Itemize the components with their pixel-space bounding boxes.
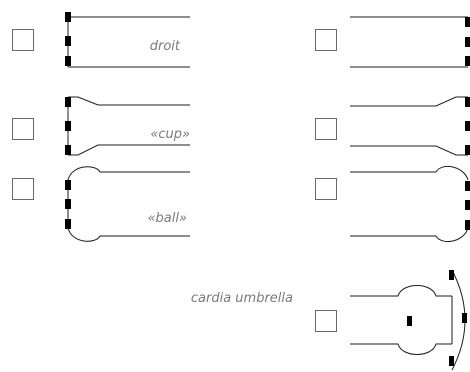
droit-left-checkbox[interactable] xyxy=(12,29,34,51)
cardia-right-shape xyxy=(350,269,467,371)
row-cardia: cardia umbrella xyxy=(191,269,467,371)
cup-left-checkbox[interactable] xyxy=(12,118,34,140)
ball-right-shape xyxy=(350,165,470,243)
ball-left-checkbox[interactable] xyxy=(12,178,34,200)
row-droit: droit xyxy=(12,12,470,68)
cardia-right-checkbox[interactable] xyxy=(315,310,337,332)
droit-left-shape xyxy=(65,12,190,68)
row-ball: «ball» xyxy=(12,165,470,243)
cup-right-checkbox[interactable] xyxy=(315,118,337,140)
droit-label: droit xyxy=(150,39,181,54)
droit-right-shape xyxy=(350,16,470,68)
cardia-label: cardia umbrella xyxy=(191,291,293,306)
cup-left-shape xyxy=(65,96,190,156)
droit-right-checkbox[interactable] xyxy=(315,29,337,51)
ball-label: «ball» xyxy=(148,211,188,226)
ball-right-checkbox[interactable] xyxy=(315,178,337,200)
cup-label: «cup» xyxy=(150,127,190,142)
ball-left-shape xyxy=(65,166,190,242)
row-cup: «cup» xyxy=(12,96,470,156)
cup-right-shape xyxy=(350,96,470,156)
